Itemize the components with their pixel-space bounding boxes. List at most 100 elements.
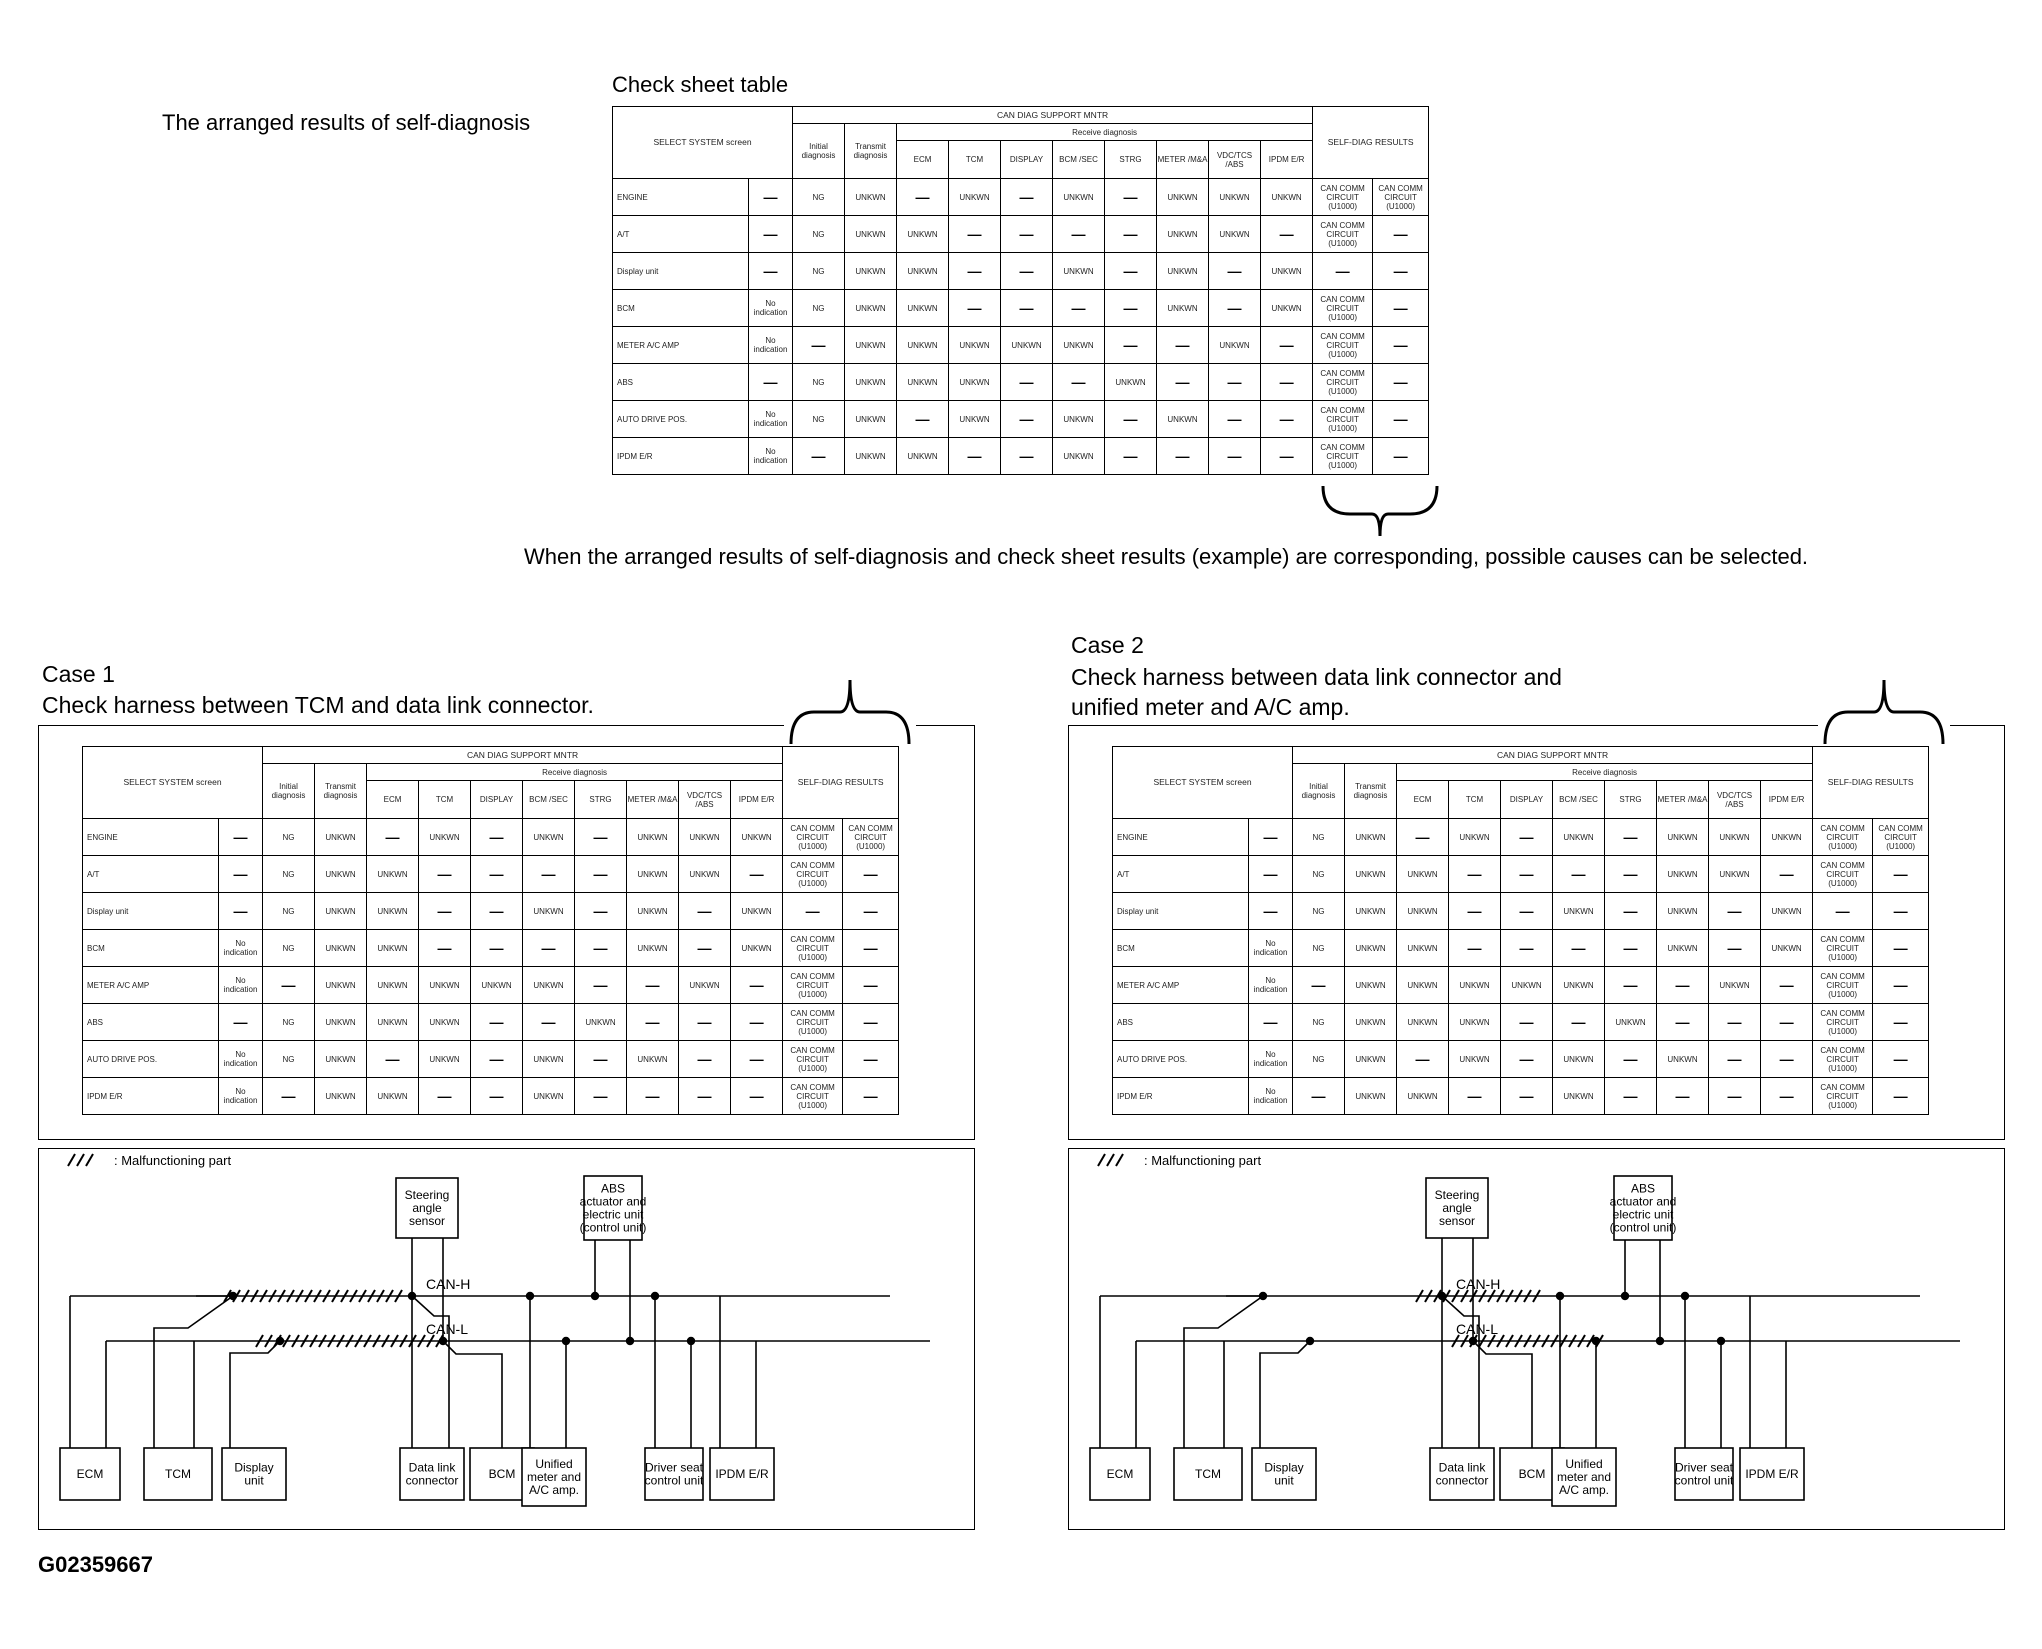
receive-diagnosis-cell: UNKWN [418,1040,472,1078]
transmit-diagnosis-cell: UNKWN [844,326,898,364]
self-diag-result-cell: CAN COMM CIRCUIT (U1000) [782,1003,844,1041]
receive-diagnosis-cell: — [730,966,784,1004]
receive-diagnosis-cell: UNKWN [366,1077,420,1115]
self-diag-result-cell: — [842,855,900,893]
receive-diagnosis-cell: — [1604,855,1658,893]
receive-diagnosis-cell: — [1552,929,1606,967]
receive-diagnosis-cell: — [1208,437,1262,475]
receive-diagnosis-cell: UNKWN [1052,400,1106,438]
header-receive-column: IPDM E/R [1260,140,1314,179]
unit-label: unit [1274,1474,1294,1488]
transmit-diagnosis-cell: UNKWN [844,289,898,327]
receive-diagnosis-cell: — [522,929,576,967]
system-name-cell: IPDM E/R [612,437,749,475]
receive-diagnosis-cell: — [1052,363,1106,401]
malfunction-legend-hatch [1097,1153,1124,1167]
receive-diagnosis-cell: UNKWN [522,966,576,1004]
transmit-diagnosis-cell: UNKWN [1344,892,1398,930]
receive-diagnosis-cell: — [678,1077,732,1115]
receive-diagnosis-cell: — [1604,892,1658,930]
unit-label: electric unit [1613,1208,1674,1222]
initial-diagnosis-cell: NG [262,1040,316,1078]
self-diag-result-cell: — [1872,855,1930,893]
receive-diagnosis-cell: UNKWN [1052,178,1106,216]
self-diag-result-cell: CAN COMM CIRCUIT (U1000) [1812,1040,1874,1078]
receive-diagnosis-cell: UNKWN [626,855,680,893]
header-receive-column: DISPLAY [1000,140,1054,179]
receive-diagnosis-cell: — [1500,1003,1554,1041]
receive-diagnosis-cell: — [522,1003,576,1041]
receive-diagnosis-cell: — [1760,1003,1814,1041]
self-diag-result-cell: — [842,966,900,1004]
select-system-cell: No indication [747,437,794,475]
header-receive-column: STRG [1604,780,1658,819]
self-diag-result-cell: — [1372,437,1430,475]
self-diag-result-cell: CAN COMM CIRCUIT (U1000) [1312,326,1374,364]
initial-diagnosis-cell: — [262,966,316,1004]
unit-label: connector [1436,1474,1489,1488]
can-l-malfunction-hatch [1451,1334,1604,1348]
receive-diagnosis-cell: — [1656,966,1710,1004]
arranged-results-caption: The arranged results of self-diagnosis [162,110,531,135]
receive-diagnosis-cell: UNKWN [1448,1040,1502,1078]
system-name-cell: ABS [1112,1003,1249,1041]
receive-diagnosis-cell: — [574,1077,628,1115]
initial-diagnosis-cell: NG [792,363,846,401]
receive-diagnosis-cell: UNKWN [1260,252,1314,290]
self-diag-result-cell: CAN COMM CIRCUIT (U1000) [1812,818,1874,856]
select-system-cell: No indication [1247,1077,1294,1115]
receive-diagnosis-cell: — [678,929,732,967]
receive-diagnosis-cell: UNKWN [1156,252,1210,290]
unit-label: ABS [601,1182,625,1196]
receive-diagnosis-cell: UNKWN [1000,326,1054,364]
unit-label: angle [1442,1201,1472,1215]
transmit-diagnosis-cell: UNKWN [844,400,898,438]
unit-label: electric unit [583,1208,644,1222]
header-receive-diagnosis: Receive diagnosis [366,763,784,781]
receive-diagnosis-cell: — [366,1040,420,1078]
select-system-cell: — [1247,818,1294,856]
receive-diagnosis-cell: — [678,892,732,930]
initial-diagnosis-cell: NG [262,892,316,930]
receive-diagnosis-cell: — [1500,892,1554,930]
transmit-diagnosis-cell: UNKWN [1344,1003,1398,1041]
unit-label: BCM [489,1467,516,1481]
initial-diagnosis-cell: NG [792,289,846,327]
receive-diagnosis-cell: — [418,1077,472,1115]
receive-diagnosis-cell: — [1448,929,1502,967]
select-system-cell: No indication [747,289,794,327]
receive-diagnosis-cell: — [1500,929,1554,967]
self-diag-result-cell: CAN COMM CIRCUIT (U1000) [1812,1077,1874,1115]
self-diag-result-cell: — [1312,252,1374,290]
receive-diagnosis-cell: — [574,818,628,856]
system-name-cell: A/T [82,855,219,893]
receive-diagnosis-cell: UNKWN [1052,326,1106,364]
self-diag-result-cell: — [842,1003,900,1041]
system-name-cell: METER A/C AMP [612,326,749,364]
receive-diagnosis-cell: — [948,252,1002,290]
header-can-diag-support: CAN DIAG SUPPORT MNTR [262,746,784,764]
receive-diagnosis-cell: — [1708,892,1762,930]
system-name-cell: METER A/C AMP [82,966,219,1004]
unit-label: connector [406,1474,459,1488]
unit-label: A/C amp. [1559,1483,1609,1497]
transmit-diagnosis-cell: UNKWN [314,818,368,856]
transmit-diagnosis-cell: UNKWN [314,1003,368,1041]
self-diag-result-cell: CAN COMM CIRCUIT (U1000) [782,855,844,893]
self-diag-result-cell: — [842,1077,900,1115]
self-diag-result-cell: — [1872,1003,1930,1041]
receive-diagnosis-cell: — [1760,1077,1814,1115]
transmit-diagnosis-cell: UNKWN [314,855,368,893]
can-h-label: CAN-H [426,1276,470,1292]
select-system-cell: No indication [747,326,794,364]
header-receive-column: IPDM E/R [1760,780,1814,819]
receive-diagnosis-cell: — [1500,818,1554,856]
